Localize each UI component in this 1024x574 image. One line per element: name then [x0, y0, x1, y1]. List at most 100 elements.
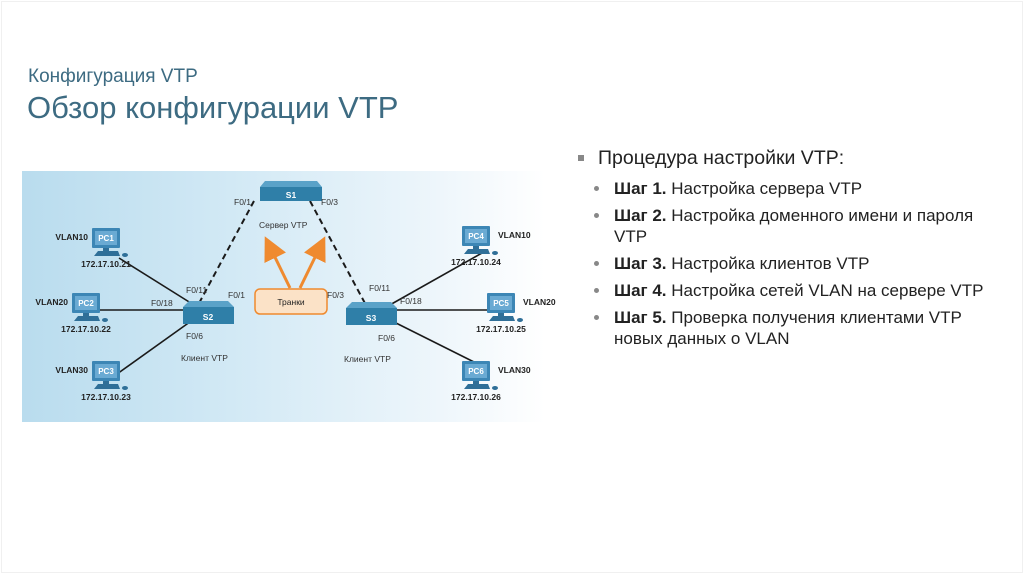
step-item: Шаг 3. Настройка клиентов VTP: [594, 253, 998, 274]
pc-label: PC1: [98, 234, 114, 243]
pc-ip-address: 172.17.10.26: [451, 392, 501, 402]
pc-vlan-label: VLAN20: [35, 297, 68, 307]
pc-mouse-icon: [122, 253, 128, 257]
link-s2-pc3: [116, 318, 195, 375]
round-bullet-icon: [594, 288, 599, 293]
switch-s2-label: S2: [203, 312, 214, 322]
procedure-heading: Процедура настройки VTP:: [598, 147, 845, 169]
pc-vlan-label: VLAN30: [55, 365, 88, 375]
s3-port-trunk: F0/3: [327, 290, 344, 300]
pc-screen-icon: [465, 364, 487, 378]
trunk-arrow-left: [264, 236, 292, 289]
pc-keyboard-icon: [464, 249, 490, 254]
pc-5[interactable]: PC5 VLAN20 172.17.10.25: [476, 293, 556, 334]
pc-label: PC4: [468, 232, 484, 241]
s1-port-left: F0/1: [234, 197, 251, 207]
pc-3[interactable]: PC3 VLAN30 172.17.10.23: [55, 361, 131, 402]
topology-svg: Транки S1 F0/1 F0/3 Сервер VTP S2 F0/11 …: [35, 181, 556, 402]
step-text: Проверка получения клиентами VTP новых д…: [614, 308, 962, 348]
pc-label: PC3: [98, 367, 114, 376]
s1-port-right: F0/3: [321, 197, 338, 207]
pc-label: PC5: [493, 299, 509, 308]
pc-ip-address: 172.17.10.21: [81, 259, 131, 269]
pc-stand-icon: [473, 246, 479, 249]
pc-stand-icon: [498, 313, 504, 316]
pc-stand-icon: [83, 313, 89, 316]
step-label: Шаг 1.: [614, 179, 667, 198]
round-bullet-icon: [594, 213, 599, 218]
pc-ip-address: 172.17.10.23: [81, 392, 131, 402]
pc-screen-icon: [95, 231, 117, 245]
pc-stand-icon: [103, 248, 109, 251]
s2-port-pc2: F0/18: [151, 298, 173, 308]
step-label: Шаг 2.: [614, 206, 667, 225]
step-text: Настройка сервера VTP: [671, 179, 863, 198]
pc-vlan-label: VLAN30: [498, 365, 531, 375]
s2-port-pc3: F0/6: [186, 331, 203, 341]
square-bullet-icon: [578, 155, 584, 161]
round-bullet-icon: [594, 186, 599, 191]
slide-title: Обзор конфигурации VTP: [27, 90, 399, 125]
pc-6[interactable]: PC6 VLAN30 172.17.10.26: [451, 361, 531, 402]
pc-4[interactable]: PC4 VLAN10 172.17.10.24: [451, 226, 531, 267]
pc-keyboard-icon: [489, 316, 515, 321]
pc-mouse-icon: [492, 251, 498, 255]
step-item: Шаг 4. Настройка сетей VLAN на сервере V…: [594, 280, 998, 301]
s3-port-pc6: F0/6: [378, 333, 395, 343]
round-bullet-icon: [594, 261, 599, 266]
pc-keyboard-icon: [94, 384, 120, 389]
pc-vlan-label: VLAN10: [55, 232, 88, 242]
switch-s1-label: S1: [286, 190, 297, 200]
trunk-arrow-right: [298, 236, 326, 289]
s2-port-trunk: F0/1: [228, 290, 245, 300]
step-item: Шаг 2. Настройка доменного имени и парол…: [594, 205, 998, 247]
trunk-link-s1-s2: [196, 200, 255, 308]
pc-keyboard-icon: [464, 384, 490, 389]
pc-screen-icon: [465, 229, 487, 243]
s3-port-pc4: F0/11: [369, 283, 390, 293]
step-label: Шаг 4.: [614, 281, 667, 300]
trunk-label-box: [254, 288, 328, 315]
step-item: Шаг 5. Проверка получения клиентами VTP …: [594, 307, 998, 349]
procedure-list: Процедура настройки VTP: Шаг 1. Настройк…: [578, 145, 998, 355]
link-s2-pc1: [118, 257, 195, 306]
pc-ip-address: 172.17.10.25: [476, 324, 526, 334]
switch-s1[interactable]: S1: [260, 181, 322, 201]
pc-vlan-label: VLAN20: [523, 297, 556, 307]
round-bullet-icon: [594, 315, 599, 320]
s3-role: Клиент VTP: [344, 354, 391, 364]
pc-keyboard-icon: [94, 251, 120, 256]
pc-ip-address: 172.17.10.22: [61, 324, 111, 334]
pc-ip-address: 172.17.10.24: [451, 257, 501, 267]
pc-screen-icon: [490, 296, 512, 310]
s1-role: Сервер VTP: [259, 220, 308, 230]
pc-label: PC6: [468, 367, 484, 376]
pc-1[interactable]: PC1 VLAN10 172.17.10.21: [55, 228, 131, 269]
step-text: Настройка сетей VLAN на сервере VTP: [671, 281, 984, 300]
pc-screen-icon: [75, 296, 97, 310]
pc-vlan-label: VLAN10: [498, 230, 531, 240]
step-label: Шаг 3.: [614, 254, 667, 273]
pc-mouse-icon: [102, 318, 108, 322]
pc-mouse-icon: [492, 386, 498, 390]
pc-2[interactable]: PC2 VLAN20 172.17.10.22: [35, 293, 111, 334]
slide-subtitle: Конфигурация VTP: [28, 66, 198, 87]
pc-mouse-icon: [517, 318, 523, 322]
step-text: Настройка клиентов VTP: [671, 254, 870, 273]
switch-s2[interactable]: S2: [183, 301, 234, 324]
switch-s3-label: S3: [366, 313, 377, 323]
link-s3-pc6: [387, 318, 483, 367]
trunk-link-s1-s3: [309, 200, 368, 308]
pc-keyboard-icon: [74, 316, 100, 321]
pc-mouse-icon: [122, 386, 128, 390]
steps-list: Шаг 1. Настройка сервера VTP Шаг 2. Наст…: [578, 178, 998, 349]
pc-label: PC2: [78, 299, 94, 308]
s3-port-pc5: F0/18: [400, 296, 422, 306]
step-label: Шаг 5.: [614, 308, 667, 327]
switch-s3[interactable]: S3: [346, 302, 397, 325]
network-topology-diagram: Транки S1 F0/1 F0/3 Сервер VTP S2 F0/11 …: [22, 171, 556, 422]
step-item: Шаг 1. Настройка сервера VTP: [594, 178, 998, 199]
procedure-heading-item: Процедура настройки VTP:: [578, 145, 998, 171]
pc-stand-icon: [473, 381, 479, 384]
